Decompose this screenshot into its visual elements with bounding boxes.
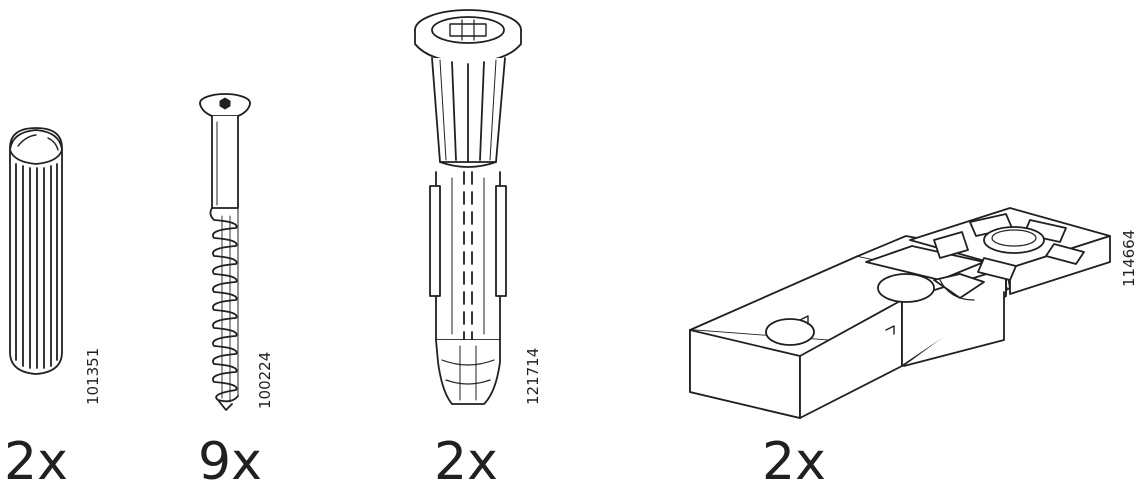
quantity-screw: 9x xyxy=(198,432,262,492)
wall-plug-icon xyxy=(414,9,522,405)
hex-screw-icon xyxy=(199,93,251,411)
quantity-spacer-block: 2x xyxy=(762,432,826,492)
part-number-wall-plug: 121714 xyxy=(524,347,542,405)
wooden-dowel-icon xyxy=(9,127,63,375)
part-number-screw: 100224 xyxy=(256,351,274,409)
quantity-wall-plug: 2x xyxy=(434,432,498,492)
spacer-block-icon xyxy=(689,207,1111,419)
quantity-dowel: 2x xyxy=(4,432,68,492)
part-number-spacer-block: 114664 xyxy=(1120,229,1138,287)
part-number-dowel: 101351 xyxy=(84,347,102,405)
